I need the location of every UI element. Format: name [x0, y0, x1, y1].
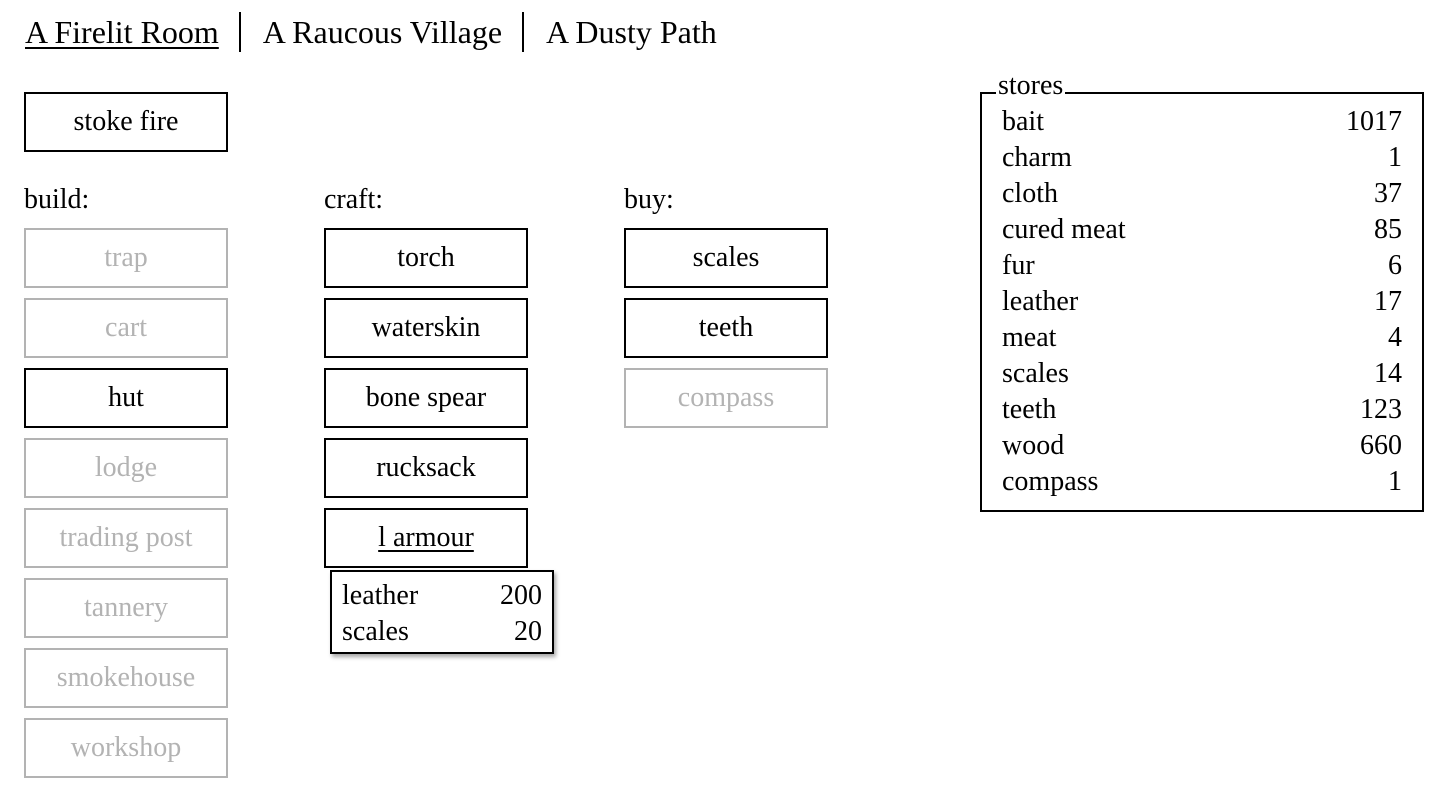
- store-value: 85: [1374, 214, 1402, 245]
- craft-waterskin-label: waterskin: [371, 312, 481, 343]
- store-name: bait: [1002, 106, 1044, 137]
- store-value: 17: [1374, 286, 1402, 317]
- build-tannery-label: tannery: [84, 592, 168, 623]
- cost-value: 200: [500, 580, 542, 611]
- craft-armour-button[interactable]: l armour: [324, 508, 528, 568]
- store-name: wood: [1002, 430, 1065, 461]
- store-name: teeth: [1002, 394, 1057, 425]
- craft-torch-button[interactable]: torch: [324, 228, 528, 288]
- cost-name: leather: [342, 580, 419, 611]
- store-value: 4: [1388, 322, 1402, 353]
- stoke-fire-button[interactable]: stoke fire: [24, 92, 228, 152]
- store-value: 37: [1374, 178, 1402, 209]
- build-workshop-button: workshop: [24, 718, 228, 778]
- craft-bone-spear-button[interactable]: bone spear: [324, 368, 528, 428]
- buy-teeth-label: teeth: [698, 312, 754, 343]
- stores-title: stores: [996, 70, 1066, 102]
- store-name: cloth: [1002, 178, 1058, 209]
- store-row: fur 6: [1002, 248, 1402, 284]
- build-hut-button[interactable]: hut: [24, 368, 228, 428]
- store-row: cloth 37: [1002, 176, 1402, 212]
- craft-heading: craft:: [324, 184, 384, 215]
- store-row: scales 14: [1002, 356, 1402, 392]
- store-row: bait 1017: [1002, 104, 1402, 140]
- cost-row: scales 20: [342, 614, 542, 650]
- build-trading-post-label: trading post: [59, 522, 193, 553]
- build-tannery-button: tannery: [24, 578, 228, 638]
- cost-row: leather 200: [342, 578, 542, 614]
- build-workshop-label: workshop: [70, 732, 182, 763]
- store-row: meat 4: [1002, 320, 1402, 356]
- buy-teeth-button[interactable]: teeth: [624, 298, 828, 358]
- cost-name: scales: [342, 616, 409, 647]
- build-cart-label: cart: [105, 312, 147, 343]
- build-trap-button: trap: [24, 228, 228, 288]
- build-heading: build:: [24, 184, 90, 215]
- craft-waterskin-button[interactable]: waterskin: [324, 298, 528, 358]
- store-row: leather 17: [1002, 284, 1402, 320]
- store-name: fur: [1002, 250, 1035, 281]
- build-trap-label: trap: [104, 242, 148, 273]
- location-tabs: A Firelit Room A Raucous Village A Dusty…: [25, 12, 717, 52]
- craft-torch-label: torch: [397, 242, 455, 273]
- store-name: leather: [1002, 286, 1079, 317]
- store-name: scales: [1002, 358, 1069, 389]
- build-lodge-button: lodge: [24, 438, 228, 498]
- cost-tooltip: leather 200 scales 20: [330, 570, 554, 654]
- stores-panel: bait 1017 charm 1 cloth 37 cured meat 85 fur…: [980, 92, 1424, 512]
- store-value: 123: [1360, 394, 1402, 425]
- craft-rucksack-label: rucksack: [376, 452, 476, 483]
- build-lodge-label: lodge: [94, 452, 158, 483]
- cost-value: 20: [514, 616, 542, 647]
- build-cart-button: cart: [24, 298, 228, 358]
- store-row: wood 660: [1002, 428, 1402, 464]
- store-name: cured meat: [1002, 214, 1126, 245]
- store-name: compass: [1002, 466, 1099, 497]
- store-row: charm 1: [1002, 140, 1402, 176]
- store-value: 660: [1360, 430, 1402, 461]
- store-name: meat: [1002, 322, 1057, 353]
- buy-scales-button[interactable]: scales: [624, 228, 828, 288]
- store-value: 1: [1388, 466, 1402, 497]
- stoke-fire-label: stoke fire: [73, 106, 179, 137]
- store-value: 1017: [1346, 106, 1402, 137]
- tab-dusty-path[interactable]: A Dusty Path: [546, 14, 717, 50]
- store-value: 14: [1374, 358, 1402, 389]
- build-smokehouse-label: smokehouse: [56, 662, 196, 693]
- build-trading-post-button: trading post: [24, 508, 228, 568]
- store-value: 1: [1388, 142, 1402, 173]
- store-row: teeth 123: [1002, 392, 1402, 428]
- tab-raucous-village[interactable]: A Raucous Village: [262, 14, 503, 50]
- store-row: cured meat 85: [1002, 212, 1402, 248]
- craft-bone-spear-label: bone spear: [365, 382, 487, 413]
- tab-divider: [238, 12, 241, 52]
- buy-compass-label: compass: [677, 382, 775, 413]
- craft-armour-label: l armour: [378, 522, 474, 553]
- build-smokehouse-button: smokehouse: [24, 648, 228, 708]
- store-name: charm: [1002, 142, 1072, 173]
- store-row: compass 1: [1002, 464, 1402, 500]
- tab-firelit-room[interactable]: A Firelit Room: [25, 14, 219, 50]
- craft-rucksack-button[interactable]: rucksack: [324, 438, 528, 498]
- store-value: 6: [1388, 250, 1402, 281]
- buy-heading: buy:: [624, 184, 674, 215]
- buy-compass-button: compass: [624, 368, 828, 428]
- build-hut-label: hut: [108, 382, 144, 413]
- tab-divider: [522, 12, 525, 52]
- buy-scales-label: scales: [692, 242, 760, 273]
